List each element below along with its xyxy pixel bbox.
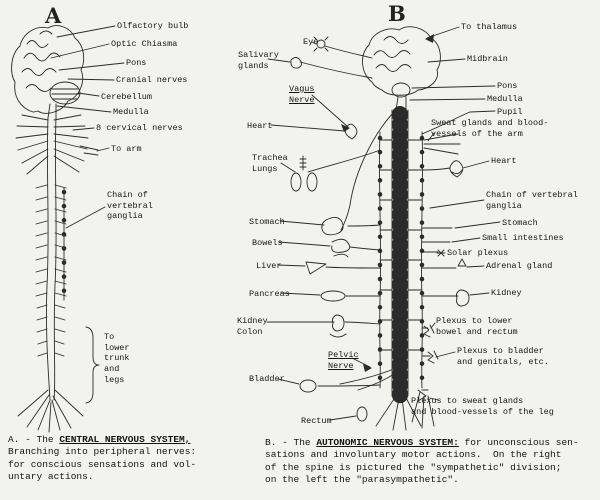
column-chain-rungs [379, 139, 423, 351]
cauda-equina-a [17, 389, 84, 433]
caption-b-emphasis: AUTONOMIC NERVOUS SYSTEM: [316, 437, 459, 448]
label-midbrain: Midbrain [467, 54, 508, 64]
brain-a-convolutions [21, 30, 61, 92]
label-rectum: Rectum [301, 416, 332, 426]
label-to-thalamus: To thalamus [461, 22, 518, 32]
trachea-shape [299, 155, 307, 171]
label-stomach-right: Stomach [502, 218, 538, 228]
label-olfactory-bulb: Olfactory bulb [117, 21, 189, 31]
label-medulla-b: Medulla [487, 94, 523, 104]
cervical-nerves-fan [15, 114, 99, 175]
spinal-column-b-sides [391, 109, 409, 397]
panel-a-title: A [45, 3, 62, 28]
label-optic-chiasma: Optic Chiasma [111, 39, 178, 49]
eye-rays [313, 36, 373, 59]
label-pupil: Pupil [497, 107, 523, 117]
eye-shape [316, 39, 326, 49]
spinal-cord-a [46, 117, 57, 401]
plexus-bladder-scribble [427, 350, 439, 364]
bowels-shape [331, 238, 351, 258]
cerebellum-texture [51, 88, 80, 100]
label-sweat-glands-arm: Sweat glands and blood- vessels of the a… [431, 118, 549, 139]
label-kidney-colon: Kidney Colon [237, 316, 268, 337]
thalamus-arrowhead [425, 34, 434, 43]
label-salivary-glands: Salivary glands [238, 50, 279, 71]
pancreas-shape [320, 290, 346, 302]
label-to-lower-trunk: To lower trunk and legs [104, 332, 130, 385]
kidney-right-shape [455, 289, 470, 307]
label-adrenal-gland: Adrenal gland [486, 261, 553, 271]
pelvic-nerve-lines [339, 367, 397, 391]
label-eye: Eye [303, 37, 319, 47]
caption-a-rest: Branching into peripheral nerves: for co… [8, 446, 197, 483]
label-liver: Liver [256, 261, 282, 271]
label-small-intestines: Small intestines [482, 233, 564, 243]
cauda-b [375, 395, 422, 431]
bladder-shape [299, 379, 317, 393]
leader-lines-b-right [409, 58, 501, 401]
chain-organ-connectors [307, 111, 471, 391]
label-pons-a: Pons [126, 58, 147, 68]
label-vagus-nerve: Vagus Nerve [289, 84, 315, 105]
label-bowels: Bowels [252, 238, 283, 248]
caption-a: A. - The CENTRAL NERVOUS SYSTEM, Branchi… [8, 434, 258, 483]
panel-b-drawing [266, 26, 501, 431]
leader-lines-b-left [266, 41, 357, 421]
vagus-nerve-trunk [340, 107, 399, 231]
cerebellum-shape [49, 81, 81, 105]
label-cranial-nerves: Cranial nerves [116, 75, 188, 85]
diagram-artwork [11, 25, 501, 433]
label-trachea-lungs: Trachea Lungs [252, 153, 288, 174]
panel-b-title: B [388, 1, 406, 26]
solar-plexus-scribble [436, 249, 446, 257]
label-pelvic-nerve: Pelvic Nerve [328, 350, 359, 371]
rectum-shape [356, 406, 368, 422]
pelvic-leader [351, 357, 371, 368]
brainstem-a [47, 103, 57, 119]
label-heart-right: Heart [491, 156, 517, 166]
label-bladder: Bladder [249, 374, 285, 384]
label-chain-ganglia-a: Chain of vertebral ganglia [107, 190, 153, 222]
panel-a-drawing [11, 25, 125, 433]
label-heart-left: Heart [247, 121, 273, 131]
stomach-shape [321, 217, 344, 236]
leader-lines-a [50, 25, 125, 229]
brain-b-outline [362, 26, 441, 96]
kidney-left-shape [329, 314, 347, 338]
liver-shape [305, 261, 327, 275]
heart-left-shape [344, 123, 358, 140]
lung-left-shape [290, 172, 302, 192]
caption-b-prefix: B. - The [265, 437, 317, 448]
label-stomach-left: Stomach [249, 217, 285, 227]
lung-right-shape [306, 172, 318, 192]
label-solar-plexus: Solar plexus [447, 248, 509, 258]
label-chain-ganglia-b: Chain of vertebral ganglia [486, 190, 578, 211]
label-pancreas: Pancreas [249, 289, 290, 299]
label-cervical-nerves: 8 cervical nerves [96, 123, 183, 133]
vagus-leader [311, 94, 349, 128]
label-plexus-bladder: Plexus to bladder and genitals, etc. [457, 346, 549, 367]
plexus-leg-scribble [411, 389, 435, 429]
label-plexus-lower-bowel: Plexus to lower bowel and rectum [436, 316, 518, 337]
label-cerebellum: Cerebellum [101, 92, 153, 102]
caption-b-rest: for unconscious sen- sations and involun… [265, 437, 579, 486]
label-to-arm: To arm [111, 144, 142, 154]
salivary-gland-shape [290, 57, 373, 79]
label-plexus-sweat-leg: Plexus to sweat glands and blood-vessels… [411, 396, 554, 417]
adrenal-shape [457, 258, 467, 267]
label-kidney-right: Kidney [491, 288, 522, 298]
thoracic-nerves [35, 184, 67, 357]
pelvic-arrowhead [363, 364, 372, 372]
label-pons-b: Pons [497, 81, 518, 91]
caption-b: B. - The AUTONOMIC NERVOUS SYSTEM: for u… [265, 437, 595, 486]
label-medulla-a: Medulla [113, 107, 149, 117]
brain-b-convolutions [373, 36, 412, 72]
pons-b-shape [391, 82, 411, 98]
lower-trunk-bracket [85, 326, 100, 404]
caption-a-prefix: A. - The [8, 434, 60, 445]
heart-right-shape [449, 160, 464, 178]
vagus-arrowhead [341, 124, 350, 132]
brain-a-outline [11, 25, 85, 114]
caption-a-emphasis: CENTRAL NERVOUS SYSTEM, [59, 434, 191, 445]
